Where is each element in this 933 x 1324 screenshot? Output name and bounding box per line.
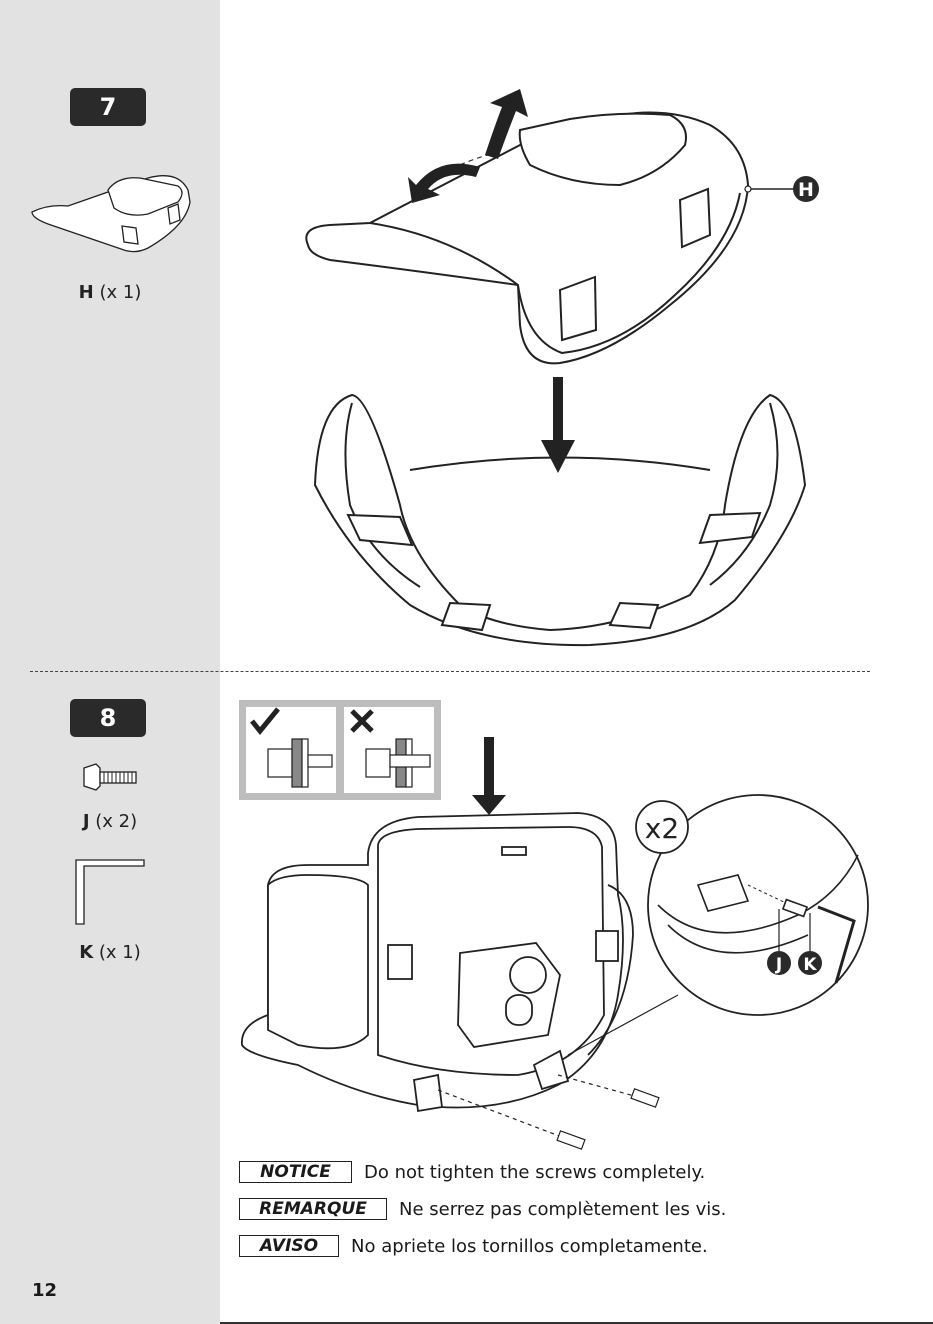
notice-text: Ne serrez pas complètement les vis. — [399, 1199, 726, 1220]
step-7-illustration: H — [290, 85, 830, 655]
part-j-label: J (x 2) — [0, 811, 220, 832]
notice-tag: REMARQUE — [239, 1198, 387, 1220]
notice-row-es: AVISO No apriete los tornillos completam… — [239, 1234, 708, 1258]
hex-key-k-thumbnail — [72, 858, 148, 928]
notice-text: Do not tighten the screws completely. — [364, 1162, 705, 1183]
callout-j: J — [775, 955, 782, 975]
seat-cushion-thumbnail — [28, 168, 193, 258]
step-divider — [30, 671, 870, 672]
zoom-multiplier: x2 — [645, 812, 679, 845]
notice-tag: AVISO — [239, 1235, 339, 1257]
part-h-label: H (x 1) — [0, 282, 220, 303]
page-number: 12 — [32, 1280, 57, 1301]
step-8-badge: 8 — [70, 699, 146, 737]
part-k-label: K (x 1) — [0, 942, 220, 963]
notice-tag: NOTICE — [239, 1161, 352, 1183]
callout-h: H — [798, 179, 814, 201]
notice-row-fr: REMARQUE Ne serrez pas complètement les … — [239, 1197, 726, 1221]
callout-k: K — [803, 955, 817, 975]
notice-text: No apriete los tornillos completamente. — [351, 1236, 708, 1257]
step-8-illustration: x2 J K — [238, 735, 878, 1155]
notice-row-en: NOTICE Do not tighten the screws complet… — [239, 1160, 705, 1184]
screw-j-thumbnail — [80, 760, 140, 794]
step-7-badge: 7 — [70, 88, 146, 126]
